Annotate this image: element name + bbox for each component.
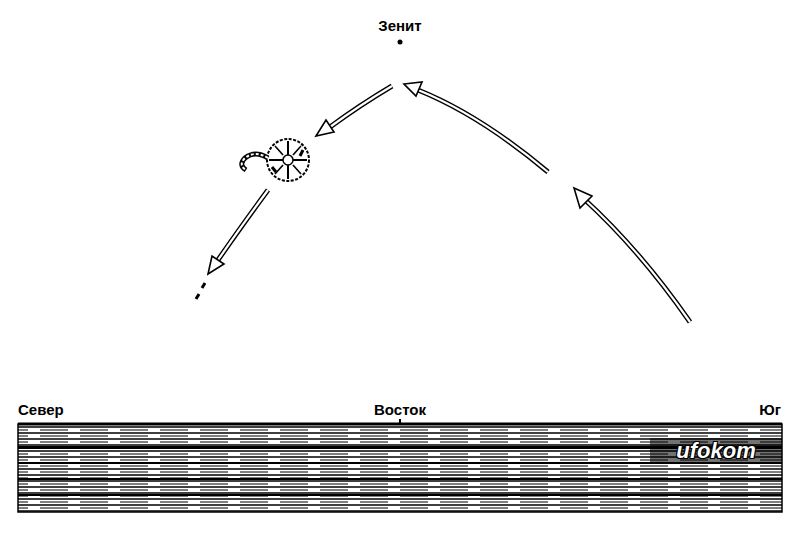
zenith-label: Зенит <box>378 18 421 33</box>
horizon-band <box>18 419 782 512</box>
ufo-object <box>242 139 309 181</box>
direction-label: Восток <box>374 402 426 417</box>
direction-label: Север <box>18 402 64 417</box>
watermark: ufokom <box>676 440 755 462</box>
direction-label: Юг <box>759 402 781 417</box>
zenith-dot <box>398 40 403 45</box>
arrowheads <box>208 82 592 274</box>
trajectory <box>218 86 690 322</box>
trail-dashes <box>196 283 205 299</box>
